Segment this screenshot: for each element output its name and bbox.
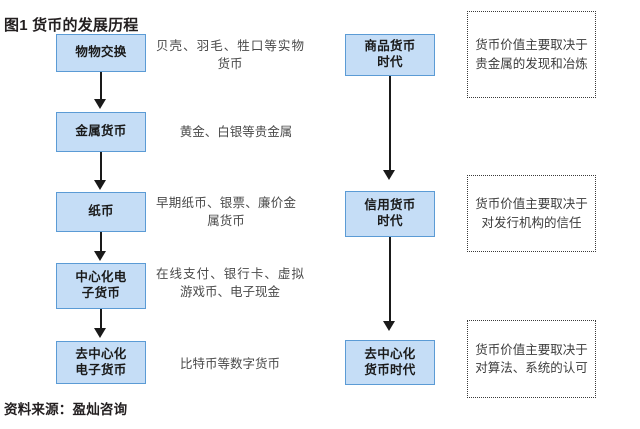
note-box-right-3: 货币价值主要取决于对算法、系统的认可 — [467, 320, 596, 398]
flow-box-left-1: 物物交换 — [56, 34, 146, 72]
note-box-right-1: 货币价值主要取决于贵金属的发现和冶炼 — [467, 11, 596, 98]
source-note: 资料来源：盈灿咨询 — [4, 402, 128, 417]
flow-box-left-2: 金属货币 — [56, 112, 146, 152]
flow-box-left-5: 去中心化 电子货币 — [56, 341, 146, 384]
flow-box-right-2: 信用货币 时代 — [345, 191, 435, 237]
note-box-right-2: 货币价值主要取决于对发行机构的信任 — [467, 175, 596, 252]
flow-box-left-4: 中心化电 子货币 — [56, 263, 146, 309]
description-left-2: 黄金、白银等贵金属 — [179, 125, 293, 139]
description-left-5: 比特币等数字货币 — [179, 357, 280, 371]
flow-box-right-3: 去中心化 货币时代 — [345, 340, 435, 385]
flow-box-left-3: 纸币 — [56, 192, 146, 232]
description-left-3: 早期纸币、银票、廉价金属货币 — [156, 196, 296, 228]
page-title: 图1 货币的发展历程 — [4, 17, 139, 35]
flow-box-right-1: 商品货币 时代 — [345, 34, 435, 76]
description-left-4: 在线支付、银行卡、虚拟游戏币、电子现金 — [156, 267, 304, 299]
description-left-1: 贝壳、羽毛、牲口等实物货币 — [156, 39, 304, 71]
